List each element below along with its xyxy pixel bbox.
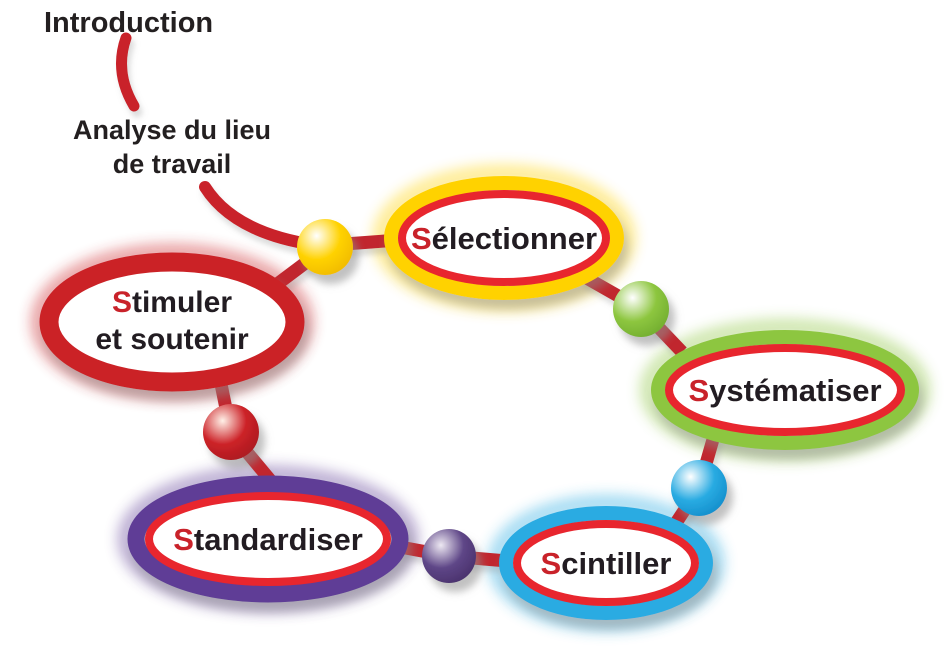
systematiser-inner-ring <box>665 344 905 436</box>
selectionner-inner-ring <box>398 190 610 286</box>
stimuler-glow <box>31 244 313 400</box>
systematiser-glow <box>640 319 930 461</box>
node-standardiser: Standardiser <box>127 475 409 603</box>
purple-sphere <box>422 529 476 583</box>
connector-spheres <box>203 219 727 583</box>
blue-sphere <box>671 460 727 516</box>
node-systematiser: Systématiser <box>651 330 919 450</box>
title-curves <box>116 32 304 248</box>
standardiser-inner-ring <box>145 492 391 586</box>
scintiller-outer-ring <box>499 506 713 620</box>
stimuler-label-line1: Stimuler <box>112 286 232 319</box>
node-scintiller: Scintiller <box>499 506 713 620</box>
titles: Introduction Analyse du lieu de travail <box>44 7 271 179</box>
analyse-to-cycle-curve <box>199 181 304 248</box>
yellow-sphere <box>297 219 353 275</box>
standardiser-label: Standardiser <box>173 522 363 557</box>
stimuler-ring <box>39 252 305 392</box>
scintiller-inner-ring <box>513 520 699 606</box>
systematiser-outer-ring <box>651 330 919 450</box>
systematiser-label: Systématiser <box>688 373 881 408</box>
selectionner-outer-ring <box>384 176 624 300</box>
intro-to-analyse-curve <box>116 32 140 112</box>
node-selectionner: Sélectionner <box>384 176 624 300</box>
stimuler-label-line2: et soutenir <box>95 323 249 356</box>
scintiller-label: Scintiller <box>541 546 672 581</box>
node-stimuler: Stimuler et soutenir <box>39 252 305 392</box>
node-glows <box>31 165 930 631</box>
introduction-title: Introduction <box>44 7 213 39</box>
standardiser-outer-ring <box>127 475 409 603</box>
analyse-title-line1: Analyse du lieu <box>73 115 271 145</box>
red-sphere <box>203 404 259 460</box>
green-sphere <box>613 281 669 337</box>
selectionner-label: Sélectionner <box>411 221 597 256</box>
analyse-title-line2: de travail <box>113 149 232 179</box>
